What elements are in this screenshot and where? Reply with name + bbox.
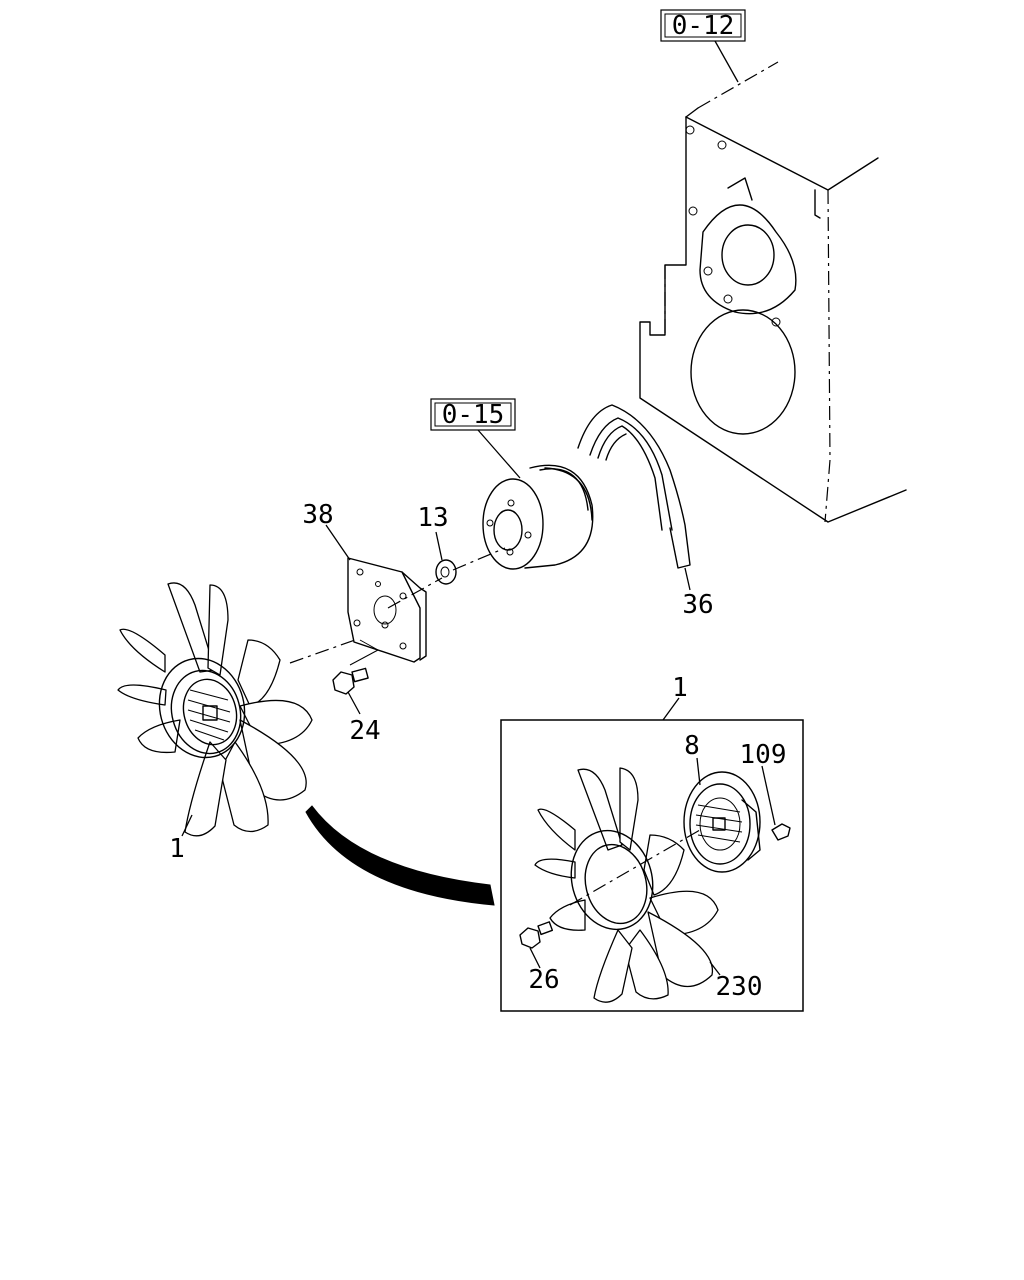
fan-blade xyxy=(534,767,719,1003)
reference-label-0-12: 0-12 xyxy=(672,11,735,41)
detail-view-box xyxy=(500,697,804,1012)
callout-washer: 13 xyxy=(417,503,448,533)
engine-front-cover xyxy=(639,61,907,523)
blade-bolt xyxy=(519,921,554,949)
fan-assembly xyxy=(117,582,313,837)
callout-clutch: 8 xyxy=(684,731,700,761)
callout-clutch-bolt: 109 xyxy=(740,740,787,770)
water-pump-pulley xyxy=(482,464,594,570)
callout-fan-assembly: 1 xyxy=(169,834,185,864)
assembly-axis xyxy=(289,547,506,666)
detail-arrow xyxy=(305,805,495,906)
reference-box-0-12[interactable]: 0-12 xyxy=(660,9,746,42)
callout-detail-title: 1 xyxy=(672,673,688,703)
callout-spacer-bolt: 24 xyxy=(349,716,380,746)
reference-label-0-15: 0-15 xyxy=(442,400,505,430)
callout-blade-bolt: 26 xyxy=(528,965,559,995)
callout-fan-blade: 230 xyxy=(716,972,763,1002)
washer xyxy=(435,559,457,585)
reference-box-0-15[interactable]: 0-15 xyxy=(430,398,516,431)
drive-belt xyxy=(577,404,691,569)
fan-clutch xyxy=(683,771,761,873)
callout-drive-belt: 36 xyxy=(682,590,713,620)
clutch-bolt xyxy=(771,823,791,841)
spacer-bolt xyxy=(332,667,369,695)
fan-spacer xyxy=(347,557,427,663)
callout-fan-spacer: 38 xyxy=(302,500,333,530)
leader-lines xyxy=(181,524,776,976)
